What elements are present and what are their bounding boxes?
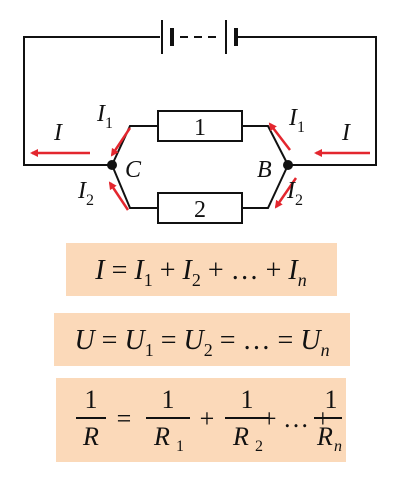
svg-text:=: =	[117, 404, 132, 433]
formula-voltage-equal-visual: U = U1 = U2 = … = Un	[74, 325, 329, 360]
current-arrows	[30, 122, 370, 211]
svg-text:2: 2	[255, 438, 263, 455]
svg-text:R: R	[232, 422, 249, 451]
label-main-right-current: I	[341, 120, 351, 146]
svg-text:1: 1	[176, 438, 184, 455]
node-c-label: C	[125, 157, 142, 183]
node-c-dot	[107, 160, 117, 170]
formula-current-sum-render: I = I1 + I2 + … + In	[94, 255, 307, 290]
wire-outer-left	[23, 36, 160, 166]
formula-current-sum: I = I1 + I2 + … + In	[66, 243, 337, 296]
label-main-left-current: I	[53, 120, 63, 146]
arrow-right-top	[268, 122, 291, 151]
label-left-top-current: I1	[96, 101, 113, 132]
svg-text:n: n	[334, 438, 342, 455]
svg-text:R: R	[153, 422, 170, 451]
svg-text:R: R	[82, 422, 99, 451]
arrow-left-top	[110, 127, 132, 157]
svg-text:1: 1	[85, 385, 98, 414]
arrow-left-bottom	[108, 181, 130, 211]
formula-current-sum-visual: I = I1 + I2 + … + In	[94, 255, 307, 290]
formula-resistance-reciprocal-render: 1 R = 1 R 1 + 1 R 2 + … + 1 R	[76, 385, 342, 455]
resistor-2: 2	[157, 192, 243, 224]
formula-voltage-equal-render: U = U1 = U2 = … = Un	[74, 325, 329, 360]
formula-resistance-reciprocal: 1 R = 1 R 1 + 1 R 2 + … + 1 R	[56, 378, 346, 462]
circuit-diagram: 1 2 C B I I I1 I2	[23, 20, 377, 224]
svg-text:+: +	[200, 404, 215, 433]
formula-voltage-equal: U = U1 = U2 = … = Un	[54, 313, 350, 366]
wire-lower-branch-right	[242, 164, 289, 209]
svg-text:1: 1	[162, 385, 175, 414]
wire-upper-branch-right	[242, 125, 289, 166]
label-right-bottom-current: I2	[286, 178, 303, 209]
wire-lower-branch	[111, 164, 158, 209]
battery	[161, 20, 240, 54]
wire-outer-right	[240, 36, 377, 166]
resistor-1: 1	[157, 110, 243, 142]
node-b-dot	[283, 160, 293, 170]
label-right-top-current: I1	[288, 105, 305, 136]
svg-text:1: 1	[325, 385, 338, 414]
svg-text:1: 1	[241, 385, 254, 414]
resistor-2-label: 2	[194, 197, 206, 223]
label-left-bottom-current: I2	[77, 178, 94, 209]
node-b-label: B	[257, 157, 272, 183]
arrow-right-bottom	[274, 177, 298, 209]
resistor-1-label: 1	[194, 115, 206, 141]
svg-text:R: R	[316, 422, 333, 451]
